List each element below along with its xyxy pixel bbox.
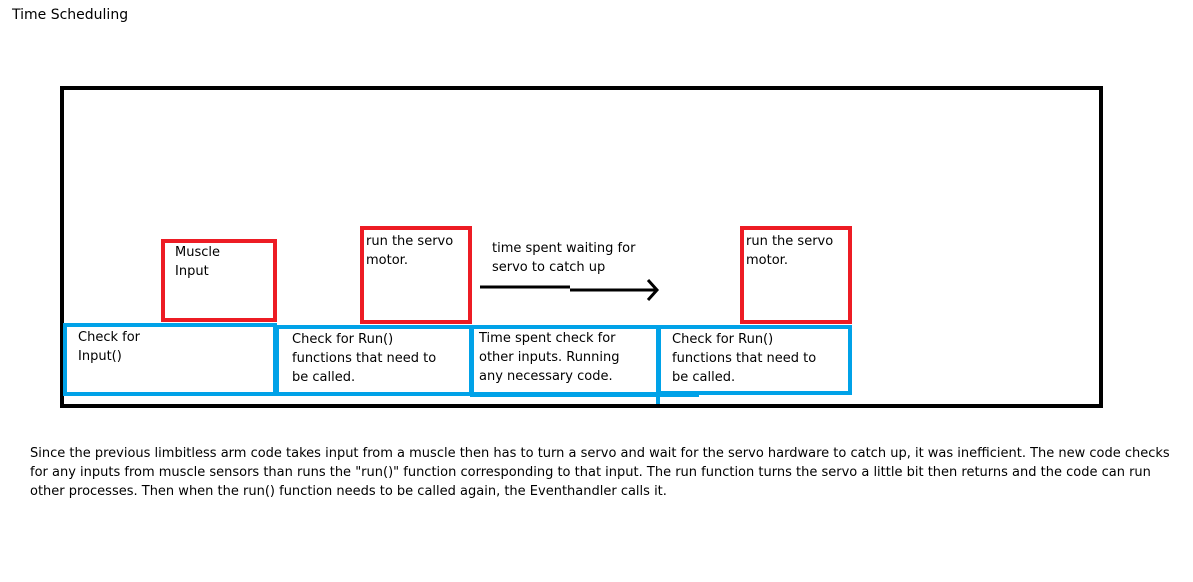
time-spent-label: Time spent check for other inputs. Runni… — [479, 331, 620, 384]
check-run-label-2: Check for Run() functions that need to b… — [672, 332, 817, 385]
page-title: Time Scheduling — [12, 7, 129, 23]
run-servo-box-2 — [740, 226, 852, 324]
time-spent-tick — [656, 394, 660, 404]
run-servo-label-1: run the servo motor. — [366, 234, 454, 268]
check-input-label: Check for Input() — [78, 330, 140, 364]
check-run-label-1: Check for Run() functions that need to b… — [292, 332, 437, 385]
time-spent-underline — [470, 393, 699, 397]
muscle-input-box — [161, 239, 277, 322]
wait-arrow-icon — [480, 278, 660, 302]
muscle-input-label: Muscle Input — [175, 245, 220, 279]
run-servo-box-1 — [360, 226, 472, 324]
run-servo-label-2: run the servo motor. — [746, 234, 834, 268]
check-run-box-2 — [657, 325, 852, 395]
wait-label: time spent waiting for servo to catch up — [492, 241, 636, 275]
description-paragraph: Since the previous limbitless arm code t… — [30, 446, 1170, 499]
timeline-frame — [60, 86, 1103, 408]
